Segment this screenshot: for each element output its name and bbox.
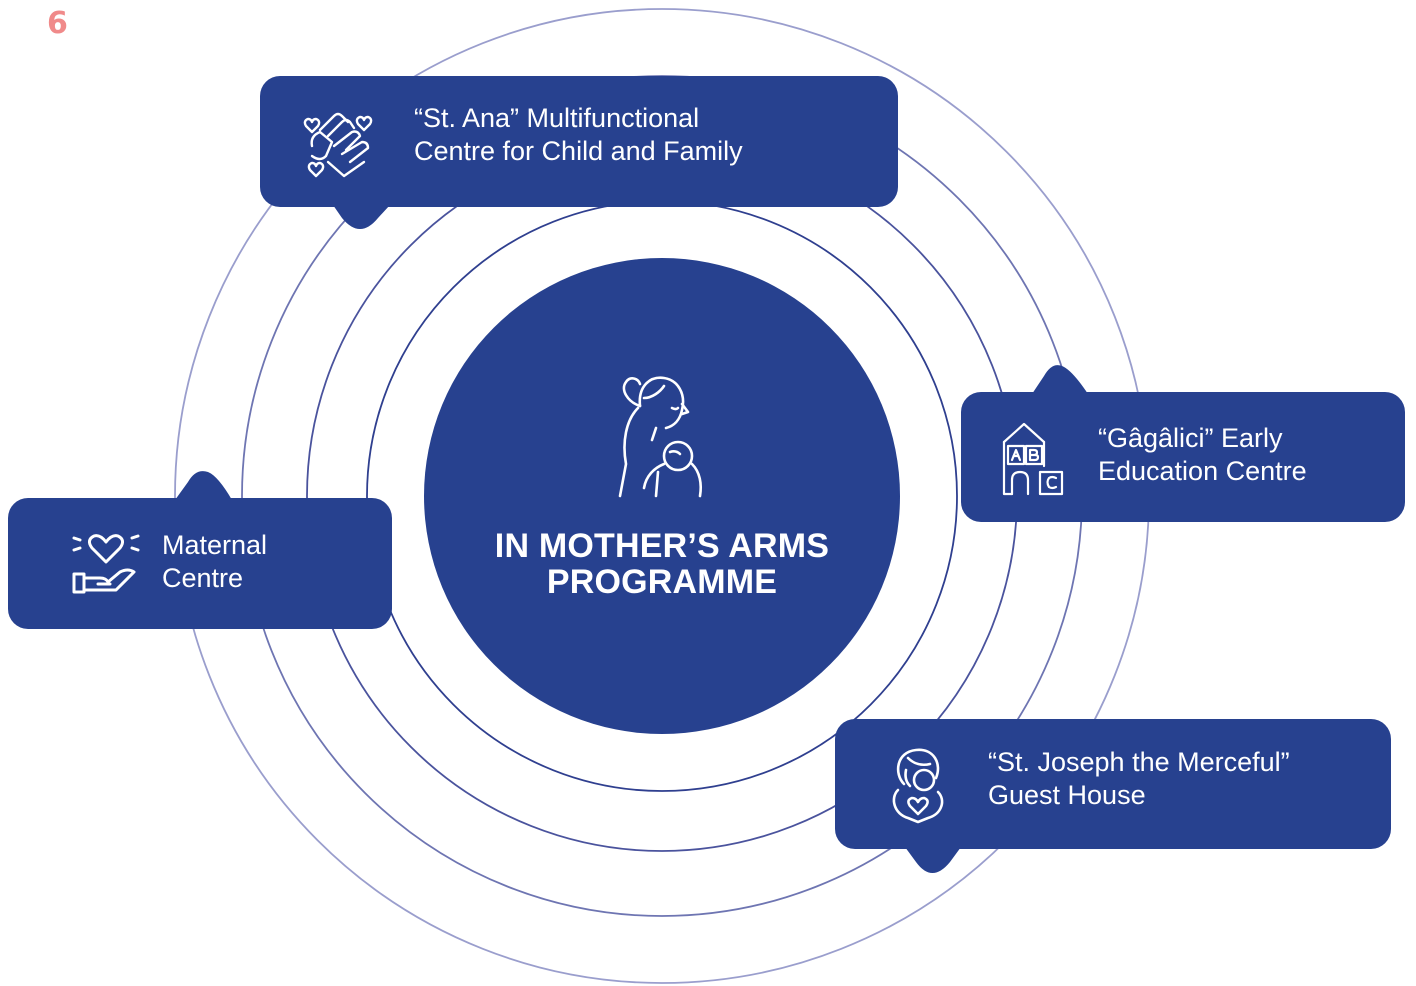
bubble-maternal (8, 471, 392, 629)
mother-holding-baby-icon (618, 376, 703, 498)
program-title-line-2: PROGRAMME (546, 563, 778, 601)
bubble-gagalici-line-1: “Gâgâlici” Early (1098, 423, 1283, 453)
bubble-maternal-line-2: Centre (162, 563, 244, 593)
bubble-st-joseph-line-1: “St. Joseph the Merceful” (988, 747, 1290, 777)
bubble-gagalici-line-2: Education Centre (1098, 456, 1307, 486)
hands-hearts-icon (303, 112, 373, 178)
bubble-st-joseph-line-2: Guest House (988, 780, 1146, 810)
heart-hand-icon (72, 534, 140, 594)
bubble-st-joseph (835, 719, 1391, 873)
page-number: 6 (47, 6, 68, 41)
program-title: IN MOTHER’S ARMS PROGRAMME (452, 528, 872, 600)
bubble-maternal-line-1: Maternal (162, 530, 268, 560)
bubble-maternal-label: Maternal Centre (162, 529, 267, 595)
bubble-st-ana-label: “St. Ana” Multifunctional Centre for Chi… (414, 102, 743, 168)
center-circle (424, 258, 900, 734)
bubble-st-joseph-label: “St. Joseph the Merceful” Guest House (988, 746, 1290, 812)
bubble-gagalici-label: “Gâgâlici” Early Education Centre (1098, 422, 1307, 488)
bubble-st-ana-line-2: Centre for Child and Family (414, 136, 743, 166)
bubble-st-ana (260, 76, 898, 229)
abc-blocks-icon (1002, 422, 1064, 496)
bubble-st-ana-line-1: “St. Ana” Multifunctional (414, 103, 700, 133)
program-title-line-1: IN MOTHER’S ARMS (494, 527, 830, 565)
mother-child-heart-icon (892, 748, 944, 824)
bubble-gagalici (961, 365, 1405, 522)
